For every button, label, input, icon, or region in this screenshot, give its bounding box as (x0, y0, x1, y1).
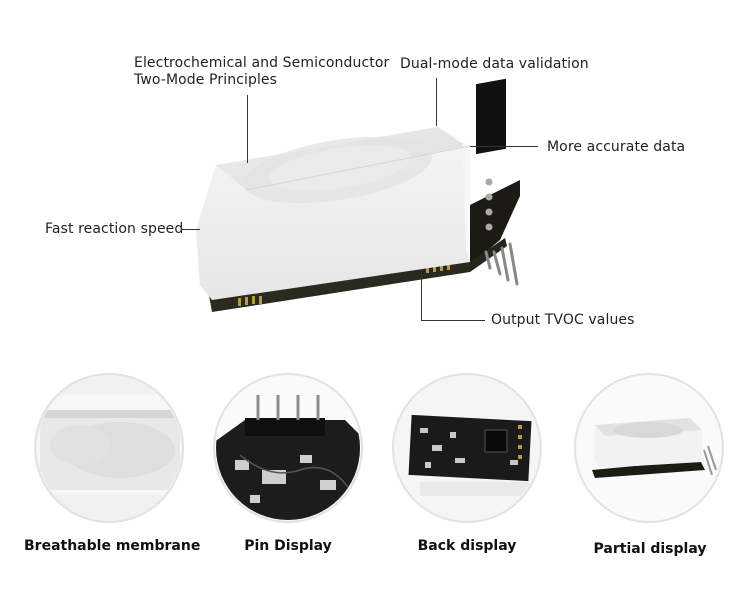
callout-accuracy: More accurate data (547, 139, 686, 155)
leader-line-output-vertical (421, 272, 422, 321)
leader-line-speed (182, 229, 200, 230)
callout-principles-line1: Electrochemical and Semiconductor (134, 55, 390, 71)
callout-principles: Electrochemical and Semiconductor Two-Mo… (134, 55, 389, 89)
sensor-housing (196, 127, 471, 300)
caption-breathable-membrane: Breathable membrane (24, 538, 201, 554)
caption-partial-display: Partial display (593, 541, 707, 557)
leader-line-accuracy (470, 146, 538, 147)
thumbnail-4-partial (574, 373, 724, 523)
callout-validation: Dual-mode data validation (400, 56, 589, 72)
callout-output: Output TVOC values (491, 312, 635, 328)
leader-line-output-horizontal (421, 320, 485, 321)
thumbnail-3-back (392, 373, 542, 523)
thumbnail-1-membrane (34, 373, 184, 523)
callout-speed: Fast reaction speed (45, 221, 184, 237)
leader-line-principles (247, 95, 248, 163)
callout-principles-line2: Two-Mode Principles (134, 72, 278, 88)
caption-pin-display: Pin Display (244, 538, 332, 554)
header-pins (476, 78, 519, 286)
thumbnail-2-pins (213, 373, 363, 523)
caption-back-display: Back display (417, 538, 517, 554)
leader-line-validation (436, 78, 437, 126)
